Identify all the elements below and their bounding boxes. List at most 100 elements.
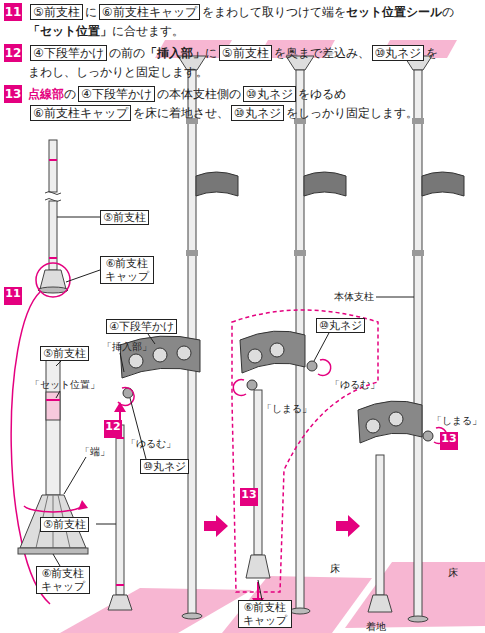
part-name: ⑤前支柱 [43,347,86,360]
pole-foot [290,608,310,614]
part-label-box: ⑤前支柱 [40,517,89,532]
text-label: の前の [109,44,145,62]
cap-base [18,548,88,554]
part-name: ⑩丸ネジ [375,46,422,60]
leader-line [64,457,86,494]
part-label-box: ⑥前支柱 キャップ [100,256,154,284]
leader-line [56,391,60,398]
pole-foot [408,616,428,622]
instruction-line: ⑥前支柱キャップを床に着地させ、⑩丸ネジをしっかり固定します。 [28,104,418,122]
step-number: 12 [5,46,22,60]
text-label: 「挿入部」 [145,44,205,62]
leader-line [314,331,330,361]
step-number: 13 [241,488,256,501]
part-name: ⑥前支柱キャップ [33,106,128,120]
text-label: 「セット位置」 [30,378,100,391]
hanger-hook [248,349,262,363]
text-label: をまわして取りつけて端を [202,3,346,21]
text-label: まわし、しっかりと固定します。 [28,63,208,81]
text-label: 「セット位置」 [28,22,112,40]
step-number: 13 [441,432,456,445]
leader-line [57,217,100,218]
hanger-hook [270,343,284,357]
part-name: ⑩丸ネジ [319,319,362,332]
round-screw [247,380,257,390]
front-pole [49,201,57,270]
part-label-box: ⑥前支柱 キャップ [238,600,292,628]
leader-line [258,580,262,600]
text-label: 床 [330,562,340,575]
front-pole [49,140,57,192]
part-name: ⑥前支柱 キャップ [41,567,85,593]
text-label: 床 [448,566,458,579]
lower-hanger [240,331,305,373]
part-name: ⑤前支柱 [43,518,86,531]
step-badge: 13 [240,488,258,506]
part-label-box: ⑤前支柱 [100,210,149,225]
part-label-box: ⑩丸ネジ [316,318,365,333]
detail-circle [36,263,70,297]
rotate-arrow [318,360,331,376]
part-name: ④下段竿かけ [81,87,152,101]
part-name: ⑤前支柱 [222,46,269,60]
text-label: の本体支柱側の [157,85,241,103]
text-label: 本体支柱 [334,290,374,303]
hanger-hook [153,348,167,362]
text-label: の [442,3,454,21]
part-name: ⑥前支柱 キャップ [105,257,149,283]
instruction-line: 12 ④下段竿かけの前の「挿入部」に ⑤前支柱を奥まで差込み、 ⑩丸ネジを [4,44,438,62]
pole-cap [246,555,270,578]
part-label-box: ④下段竿かけ [78,86,155,102]
leader-line [66,270,100,282]
pole-collar [294,250,306,256]
text-label: 「しまる」 [432,414,482,427]
part-label-box: ⑤前支柱 [40,346,89,361]
leader-line [376,297,414,298]
pole-mark [49,159,57,161]
pole-break [45,192,61,202]
step-arrow [336,515,360,537]
step-arrow [204,515,228,537]
part-name: ⑩丸ネジ [143,460,186,473]
instruction-line: 「セット位置」に合せます。 [28,22,184,40]
part-label-box: ⑥前支柱キャップ [30,105,131,121]
part-name: ④下段竿かけ [109,320,174,333]
pole-cap [40,270,66,289]
leader-line [96,524,116,525]
pole-mark [116,584,124,586]
part-label-box: ⑤前支柱 [30,4,83,20]
text-label: 「しまる」 [262,402,312,415]
text-label: に [205,44,217,62]
step-badge: 12 [104,420,122,438]
front-pole [376,455,384,595]
text-label: 「挿入部」 [102,340,152,353]
text-label: を奥まで差込み、 [274,44,370,62]
text-label: を床に着地させ、 [133,104,229,122]
pole-foot [182,613,202,619]
step-badge: 11 [4,287,22,305]
text-label: をゆるめ [298,85,346,103]
text-label: を [426,44,438,62]
pole-mark [49,257,57,259]
leader-line [53,554,60,566]
part-label-box: ④下段竿かけ [30,45,107,61]
upper-hanger [304,172,346,196]
text-label: 「ゆるむ」 [330,378,380,391]
hanger-hook [177,346,191,360]
step-badge: 12 [4,44,22,62]
part-name: ⑩丸ネジ [246,87,293,101]
part-label-box: ⑩丸ネジ [243,86,296,102]
pole-cap [368,595,392,612]
instruction-line: 13点線部の④下段竿かけの本体支柱側の⑩丸ネジをゆるめ [4,85,346,103]
rotate-arrow [24,506,82,512]
pole-cap [108,595,132,610]
instruction-line: 11⑤前支柱に⑥前支柱キャップをまわして取りつけて端をセット位置シールの [4,3,454,21]
main-pole [414,70,422,618]
text-label: 点線部 [28,85,64,103]
hanger-hook [366,419,380,433]
text-label: セット位置シール [346,3,442,21]
text-label: 「端」 [80,445,110,458]
front-pole [116,425,124,595]
pole-collar [412,250,424,256]
part-name: ⑩丸ネジ [234,106,281,120]
